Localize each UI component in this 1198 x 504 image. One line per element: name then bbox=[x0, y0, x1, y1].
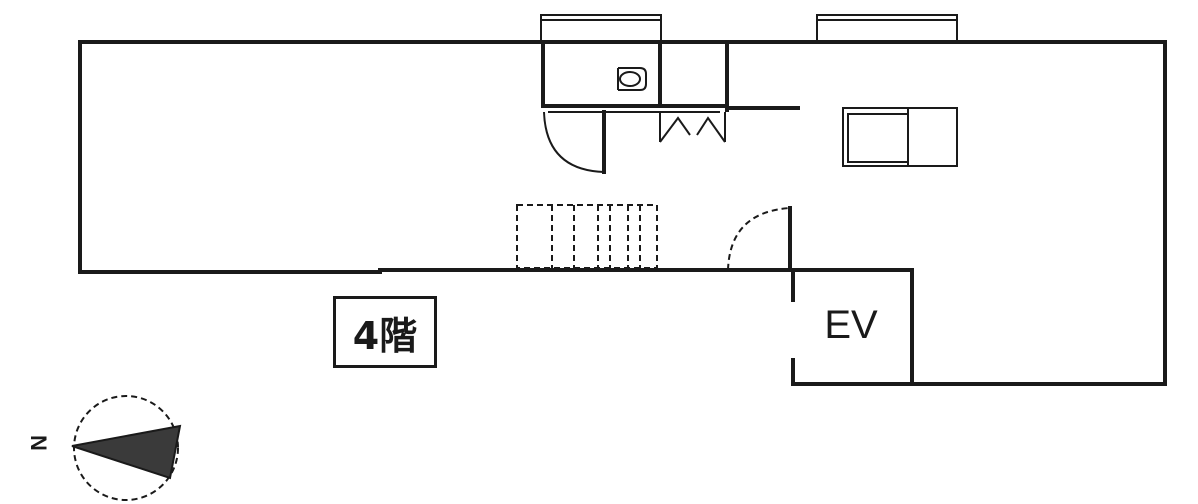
compass bbox=[71, 395, 182, 501]
north-label: N bbox=[25, 435, 51, 451]
stair-dashed-outline bbox=[516, 204, 658, 269]
toilet-icon bbox=[617, 67, 647, 91]
elevator-label: EV bbox=[824, 302, 878, 347]
toilet-door bbox=[543, 110, 606, 174]
compass-arrow-icon bbox=[71, 424, 182, 480]
top-window-left bbox=[540, 14, 662, 43]
elevator-shaft bbox=[791, 268, 914, 386]
floor-label: 4階 bbox=[333, 296, 437, 368]
outer-walls bbox=[78, 40, 1167, 386]
compass-ring bbox=[73, 395, 179, 501]
closet-doors bbox=[659, 112, 726, 143]
floor-label-text: 4階 bbox=[352, 313, 418, 358]
toilet-room bbox=[541, 40, 800, 113]
kitchen-sink bbox=[842, 107, 958, 167]
entrance-door bbox=[727, 206, 792, 272]
top-window-right bbox=[816, 14, 958, 43]
